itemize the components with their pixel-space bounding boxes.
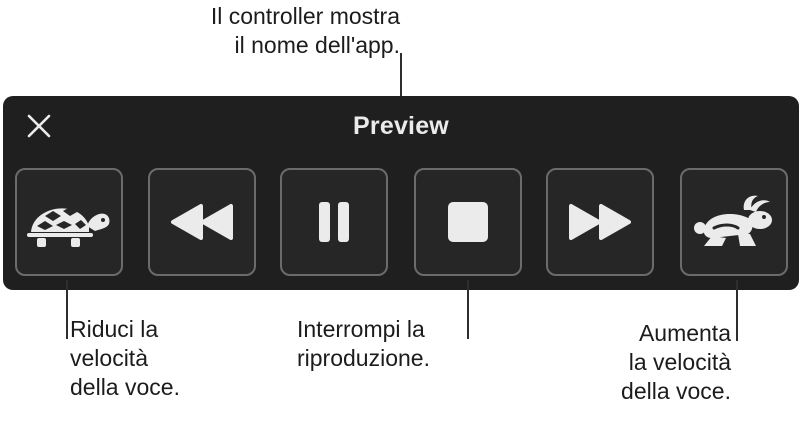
stop-button[interactable] <box>414 168 522 276</box>
rewind-icon <box>171 204 233 240</box>
speech-controller-panel: Preview <box>3 96 799 290</box>
callout-text: la velocità <box>628 349 731 375</box>
leader-line <box>736 280 738 341</box>
callout-text: il nome dell'app. <box>234 32 401 58</box>
callout-text: velocità <box>70 345 148 371</box>
callout-text: Riduci la <box>70 316 159 342</box>
decrease-speed-button[interactable] <box>15 168 123 276</box>
fast-forward-icon <box>569 204 631 240</box>
pause-button[interactable] <box>280 168 388 276</box>
rewind-button[interactable] <box>148 168 256 276</box>
stop-icon <box>448 202 488 242</box>
leader-line <box>66 280 68 339</box>
leader-line <box>400 53 402 104</box>
callout-increase-speed: Aumenta la velocità della voce. <box>621 319 731 406</box>
turtle-icon <box>27 207 110 247</box>
callout-decrease-speed: Riduci la velocità della voce. <box>70 315 180 402</box>
callout-text: della voce. <box>621 378 731 404</box>
fast-forward-button[interactable] <box>546 168 654 276</box>
rabbit-icon <box>694 195 772 246</box>
callout-text: Il controller mostra <box>210 3 400 29</box>
controller-title: Preview <box>353 112 449 140</box>
callout-text: riproduzione. <box>297 345 430 371</box>
close-button[interactable] <box>23 110 55 142</box>
callout-text: della voce. <box>70 374 180 400</box>
callout-text: Interrompi la <box>297 316 425 342</box>
callout-stop: Interrompi la riproduzione. <box>297 315 430 373</box>
increase-speed-button[interactable] <box>680 168 788 276</box>
pause-icon <box>319 202 349 242</box>
leader-line <box>467 280 469 339</box>
callout-app-name: Il controller mostra il nome dell'app. <box>211 2 400 60</box>
close-icon <box>27 114 51 138</box>
callout-text: Aumenta <box>638 320 731 346</box>
